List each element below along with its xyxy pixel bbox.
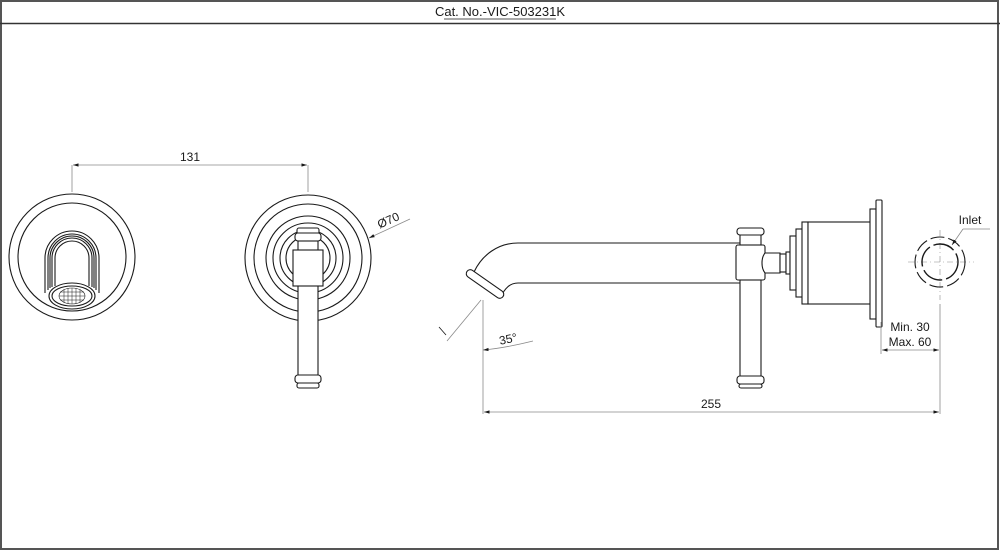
projection-length-label: 255 (701, 397, 721, 411)
diameter-label: Ø70 (375, 209, 402, 231)
side-view (465, 199, 883, 389)
dimension-255: 255 (482, 300, 941, 414)
min-depth-label: Min. 30 (890, 320, 930, 334)
inlet-label: Inlet (959, 213, 982, 227)
dimension-131: 131 (71, 150, 309, 192)
max-depth-label: Max. 60 (889, 335, 932, 349)
center-distance-label: 131 (180, 150, 200, 164)
dimension-angle-35: 35° (438, 299, 534, 352)
front-view-spout (8, 193, 136, 321)
catalog-number: Cat. No.-VIC-503231K (435, 4, 565, 19)
front-view-handle (244, 194, 372, 389)
dimension-wall-depth: Min. 30 Max. 60 (880, 320, 939, 354)
dimension-diameter-70: Ø70 (368, 209, 411, 239)
title-block: Cat. No.-VIC-503231K (435, 4, 565, 20)
inlet-view: Inlet (908, 213, 990, 300)
angle-label: 35° (498, 330, 519, 348)
